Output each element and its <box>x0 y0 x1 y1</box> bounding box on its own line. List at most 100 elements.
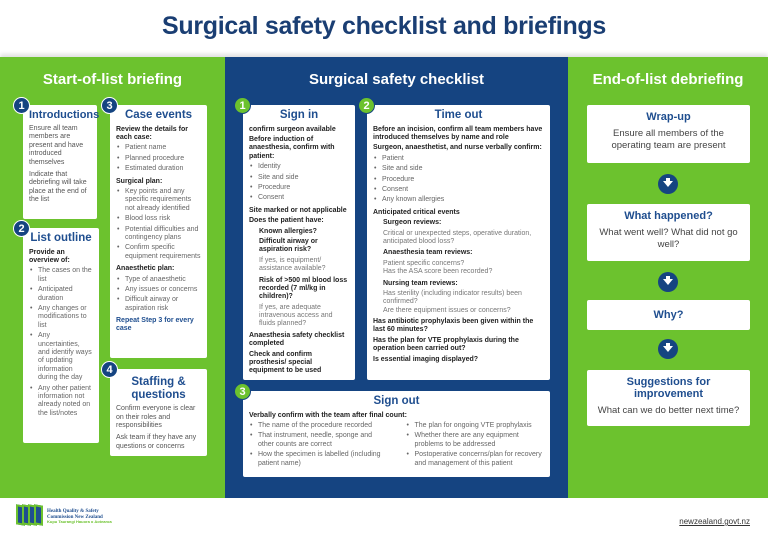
case-events-card: Case events Review the details for each … <box>110 105 207 358</box>
checklist-step-2-badge: 2 <box>358 97 375 114</box>
suggestions-text: What can we do better next time? <box>597 405 740 416</box>
wrap-up-card: Wrap-up Ensure all members of the operat… <box>587 105 750 163</box>
anaesthetic-plan-lead: Anaesthetic plan: <box>116 265 175 273</box>
wrap-up-title: Wrap-up <box>646 111 691 123</box>
list-item: Any uncertainties, and identify ways of … <box>29 332 93 382</box>
sign-in-line-6: Check and confirm prosthesis/ special eq… <box>249 350 322 375</box>
sign-in-q3: Risk of >500 ml blood loss recorded (7 m… <box>259 276 348 301</box>
list-item: Consent <box>373 186 544 195</box>
list-item: The cases on the list <box>29 267 93 284</box>
sign-in-q3-sub: If yes, are adequate intravenous access … <box>259 303 333 328</box>
sign-in-card: Sign in confirm surgeon available Before… <box>243 105 355 380</box>
list-item: Consent <box>249 194 349 203</box>
sign-in-line-1: confirm surgeon available <box>249 125 336 133</box>
list-item: Any changes or modifications to list <box>29 305 93 330</box>
page-title: Surgical safety checklist and briefings <box>161 12 606 40</box>
list-outline-items: The cases on the list Anticipated durati… <box>29 267 93 418</box>
introductions-text-2: Indicate that debriefing will take place… <box>29 171 87 204</box>
sign-in-line-2: Before induction of anaesthesia, confirm… <box>249 136 335 160</box>
nz-govt-link-text[interactable]: newzealand.govt.nz <box>679 517 750 526</box>
sign-out-left-list: The name of the procedure recorded That … <box>249 422 388 470</box>
introductions-title: Introductions <box>29 109 100 121</box>
surgeon-reviews-text: Critical or unexpected steps, operative … <box>383 229 532 245</box>
list-item: The name of the procedure recorded <box>249 422 388 431</box>
sign-in-q2-sub: If yes, is equipment/ assistance availab… <box>259 256 326 273</box>
surgeon-reviews-heading: Surgeon reviews: <box>383 219 442 227</box>
list-item: Procedure <box>249 184 349 193</box>
hqsc-logo: Health Quality & Safety Commission New Z… <box>16 504 112 529</box>
list-item: Any known allergies <box>373 196 544 205</box>
list-item: Whether there are any equipment problems… <box>406 432 545 449</box>
list-item: Estimated duration <box>116 165 201 174</box>
why-card: Why? <box>587 300 750 330</box>
sign-in-q1: Known allergies? <box>259 227 317 235</box>
list-item: Any issues or concerns <box>116 286 201 295</box>
staffing-card: Staffing & questions Confirm everyone is… <box>110 369 207 456</box>
time-out-line-1: Before an incision, confirm all team mem… <box>373 125 543 142</box>
list-item: Blood loss risk <box>116 215 201 224</box>
checklist-step-1-badge: 1 <box>234 97 251 114</box>
wrap-up-text: Ensure all members of the operating team… <box>611 128 726 152</box>
list-item: Key points and any specific requirements… <box>116 188 201 213</box>
what-happened-card: What happened? What went well? What did … <box>587 204 750 261</box>
time-out-q3: Is essential imaging displayed? <box>373 355 479 363</box>
sign-in-q2: Difficult airway or aspiration risk? <box>259 237 318 254</box>
suggestions-card: Suggestions for improvement What can we … <box>587 370 750 426</box>
sign-in-line-4: Does the patient have: <box>249 217 324 225</box>
list-item: How the specimen is labelled (including … <box>249 451 388 468</box>
list-item: Patient name <box>116 144 201 153</box>
staffing-title: Staffing & questions <box>131 376 186 401</box>
list-item: Site and side <box>249 174 349 183</box>
sign-out-right-list: The plan for ongoing VTE prophylaxis Whe… <box>406 422 545 470</box>
sign-out-title: Sign out <box>373 395 420 407</box>
list-item: Site and side <box>373 165 544 174</box>
anaesthesia-reviews-text-1: Patient specific concerns? <box>383 259 465 267</box>
what-happened-title: What happened? <box>624 210 713 222</box>
list-item: Procedure <box>373 176 544 185</box>
list-outline-title: List outline <box>30 232 92 244</box>
list-item: Postoperative concerns/plan for recovery… <box>406 451 545 468</box>
end-column-title: End-of-list debriefing <box>592 71 744 88</box>
logo-line-1: Health Quality & Safety <box>47 508 99 514</box>
time-out-line-2: Surgeon, anaesthetist, and nurse verball… <box>373 144 542 152</box>
checklist-step-3-badge: 3 <box>234 383 251 400</box>
arrow-down-icon <box>658 174 678 194</box>
list-item: Identity <box>249 163 349 172</box>
list-item: Anticipated duration <box>29 286 93 303</box>
case-events-title: Case events <box>124 109 193 121</box>
list-item: Type of anaesthetic <box>116 276 201 285</box>
step-4-badge: 4 <box>101 361 118 378</box>
list-item: Potential difficulties and contingency p… <box>116 226 201 243</box>
list-item: Patient <box>373 155 544 164</box>
staffing-text-2: Ask team if they have any questions or c… <box>116 434 197 450</box>
why-title: Why? <box>653 309 684 321</box>
nursing-reviews-text-2: Are there equipment issues or concerns? <box>383 306 511 314</box>
repeat-step-note: Repeat Step 3 for every case <box>116 317 194 333</box>
list-outline-card: List outline Provide an overview of: The… <box>23 228 99 443</box>
nz-govt-link[interactable]: newzealand.govt.nz <box>679 517 750 526</box>
logo-tagline: Kupu Taurangi Hauora o Aotearoa <box>47 519 112 525</box>
time-out-q1: Has antibiotic prophylaxis been given wi… <box>373 318 534 334</box>
list-outline-lead: Provide an overview of: <box>29 248 70 265</box>
what-happened-text: What went well? What did not go well? <box>599 227 738 251</box>
sign-in-line-3: Site marked or not applicable <box>249 206 347 214</box>
case-review-lead: Review the details for each case: <box>116 125 188 142</box>
checklist-column-title: Surgical safety checklist <box>308 71 485 88</box>
introductions-card: Introductions Ensure all team members ar… <box>23 105 100 219</box>
anaesthesia-reviews-text-2: Has the ASA score been recorded? <box>383 268 493 276</box>
step-1-badge: 1 <box>13 97 30 114</box>
sign-in-line-5: Anaesthesia safety checklist completed <box>249 331 345 348</box>
surgical-plan-lead: Surgical plan: <box>116 177 163 185</box>
step-2-badge: 2 <box>13 220 30 237</box>
sign-out-card: Sign out Verbally confirm with the team … <box>243 391 550 477</box>
step-3-badge: 3 <box>101 97 118 114</box>
time-out-line-3: Anticipated critical events <box>373 208 460 216</box>
nursing-reviews-heading: Nursing team reviews: <box>383 279 458 287</box>
arrow-down-icon <box>658 339 678 359</box>
time-out-card: Time out Before an incision, confirm all… <box>367 105 550 380</box>
suggestions-title: Suggestions for improvement <box>626 376 711 400</box>
list-item: The plan for ongoing VTE prophylaxis <box>406 422 545 431</box>
list-item: That instrument, needle, sponge and othe… <box>249 432 388 449</box>
list-item: Any other patient information not alread… <box>29 385 93 419</box>
hqsc-logo-icon <box>16 504 44 529</box>
